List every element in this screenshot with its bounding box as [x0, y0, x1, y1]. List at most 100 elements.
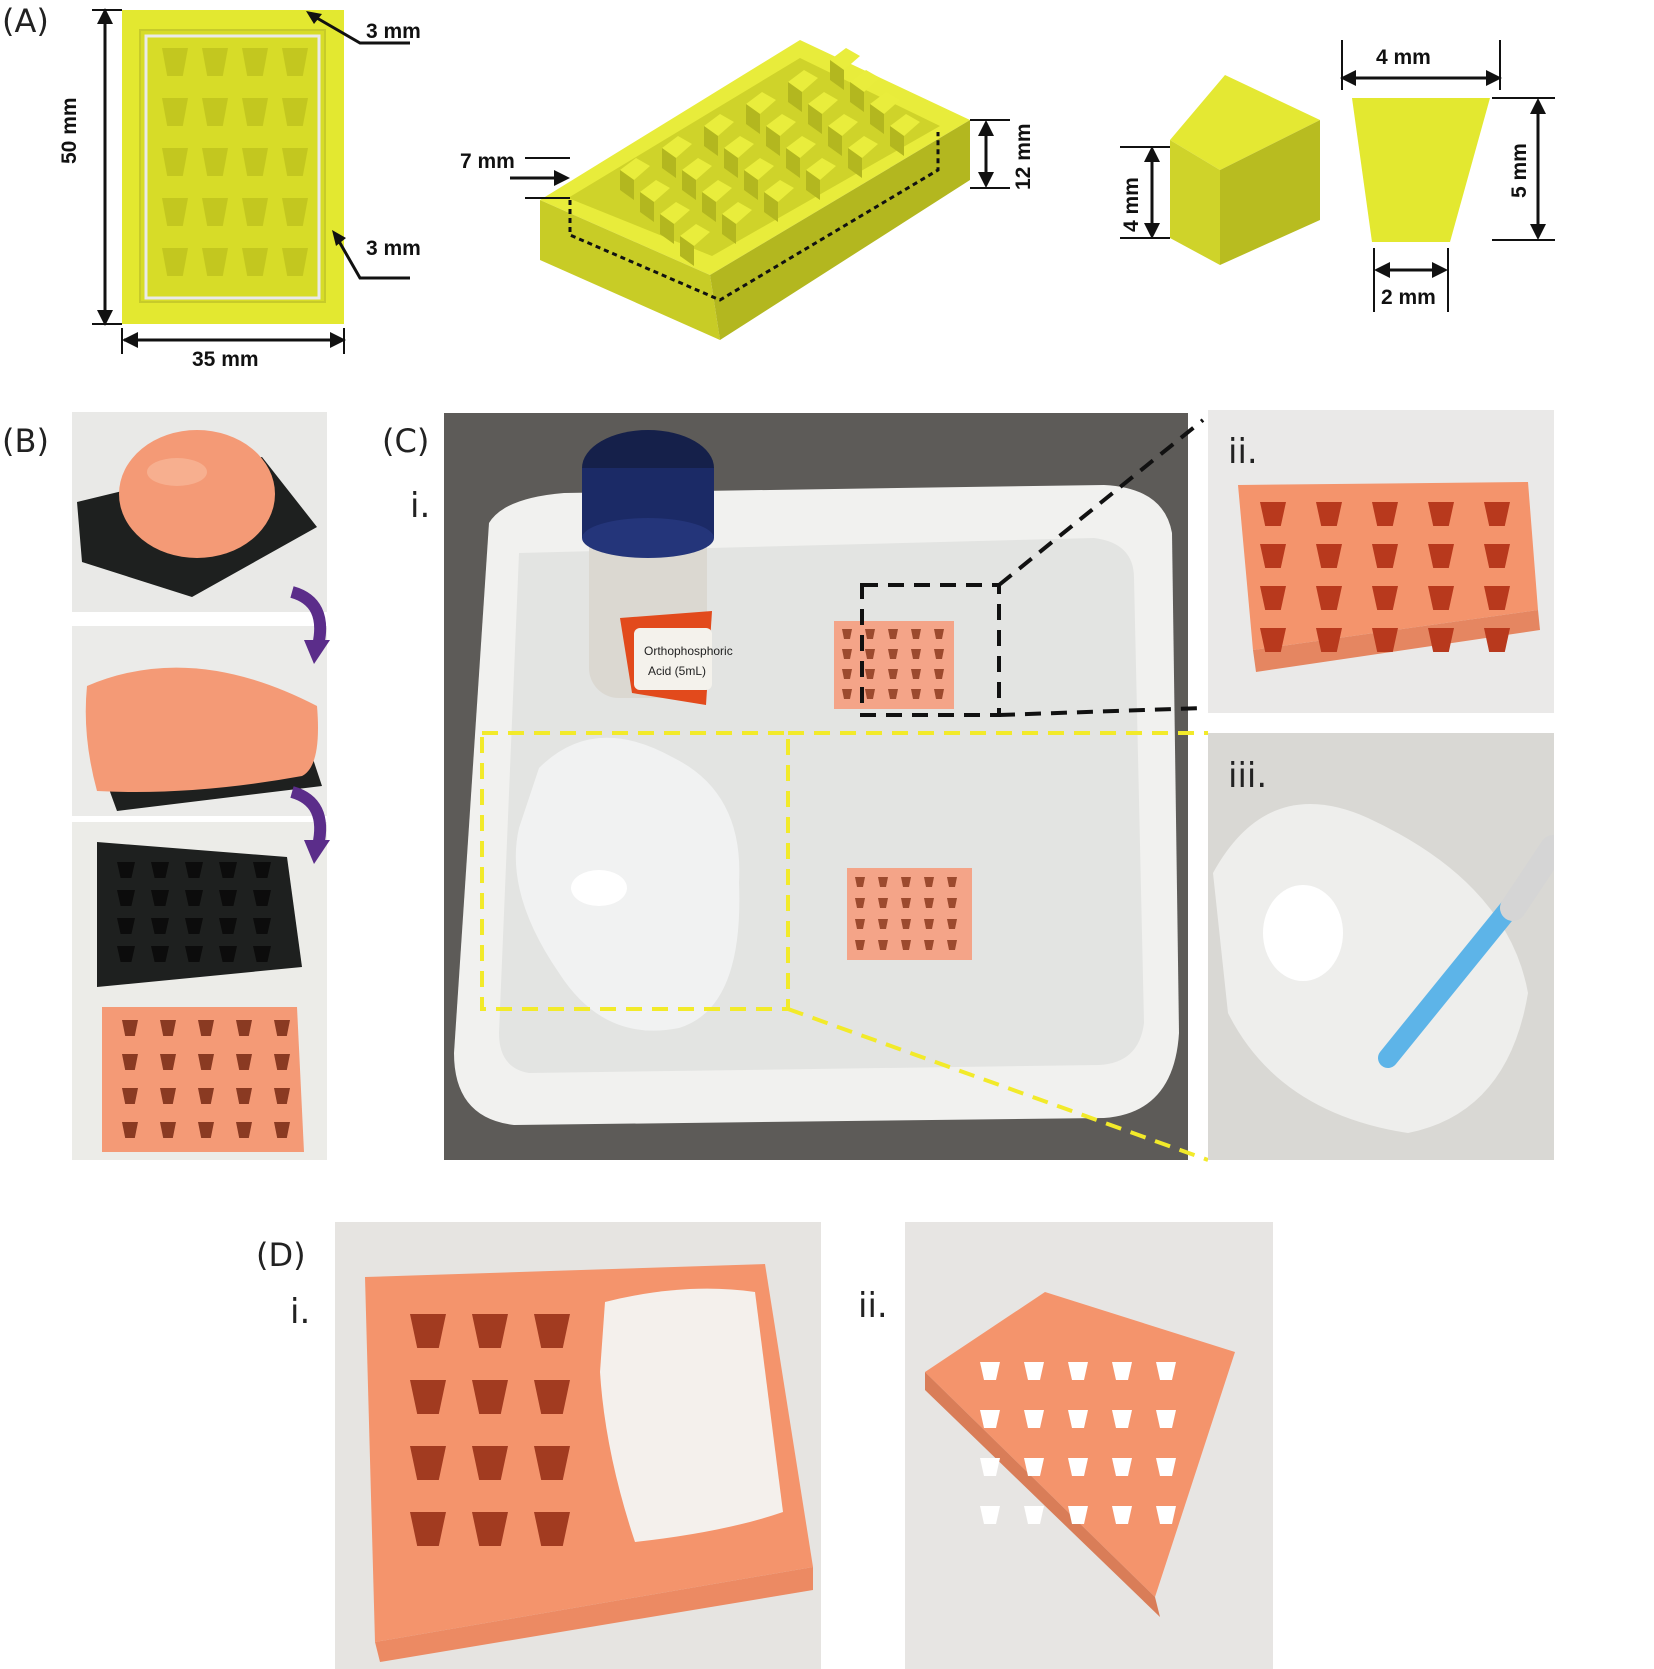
mold-cavity — [202, 248, 228, 276]
tray-mold-cavity — [855, 877, 865, 887]
tray-mold-cavity — [901, 877, 911, 887]
tray-mold-cavity — [924, 877, 934, 887]
iso-pyramid-side — [786, 148, 800, 178]
microneedle-tip — [1112, 1362, 1132, 1380]
microneedle-tip — [1156, 1458, 1176, 1476]
microneedle-tip — [1068, 1506, 1088, 1524]
tray-mold-cavity — [947, 919, 957, 929]
tray-mold-cavity — [934, 689, 944, 699]
iso-pyramid-top — [722, 202, 752, 224]
dim-bottom-width: 2 mm — [1381, 286, 1436, 309]
iso-pyramid-top — [808, 92, 838, 114]
panel-c-label: (C) — [382, 422, 430, 460]
iso-pyramid-side — [682, 170, 696, 200]
microneedle-tip — [1068, 1458, 1088, 1476]
iso-pyramid-top — [830, 48, 860, 70]
panel-a-label: (A) — [2, 2, 49, 40]
silicone-cavity — [274, 1054, 290, 1070]
zoom-mold-cavity — [1372, 628, 1398, 652]
dim-base: 7 mm — [460, 150, 515, 173]
silicone-cavity — [236, 1122, 252, 1138]
black-mold-cavity — [151, 918, 169, 934]
mold-cavity — [162, 48, 188, 76]
mold-cavity — [282, 48, 308, 76]
mold-cavity — [202, 48, 228, 76]
microneedle-tip — [1024, 1362, 1044, 1380]
dim-width: 35 mm — [192, 348, 259, 371]
tray-mold-cavity — [934, 649, 944, 659]
microneedle-tip — [980, 1410, 1000, 1428]
silicone-cavity — [160, 1054, 176, 1070]
iso-pyramid-top — [850, 70, 880, 92]
zoom-mold-cavity — [1428, 628, 1454, 652]
iso-pyramid-side — [890, 126, 904, 156]
iso-pyramid-top — [766, 114, 796, 136]
mold-cavity — [242, 48, 268, 76]
mold-cavity — [202, 148, 228, 176]
tray-mold-cavity — [878, 877, 888, 887]
silicone-cavity — [274, 1088, 290, 1104]
iso-pyramid-side — [830, 60, 844, 90]
zoom-mold-cavity — [1428, 544, 1454, 568]
silicone-cavity — [274, 1020, 290, 1036]
panel-c-sub-i: i. — [410, 486, 431, 526]
black-mold-cavity — [219, 946, 237, 962]
black-mold-cavity — [185, 890, 203, 906]
microneedle-tip — [980, 1362, 1000, 1380]
black-mold-cavity — [117, 946, 135, 962]
iso-pyramid-top — [746, 92, 776, 114]
tray-mold-cavity — [911, 689, 921, 699]
panel-d-label: (D) — [256, 1236, 306, 1274]
iso-pyramid-side — [746, 104, 760, 134]
iso-pyramid-side — [704, 126, 718, 156]
black-mold-cavity — [219, 918, 237, 934]
zoom-mold-cavity — [1316, 544, 1342, 568]
tray-mold-cavity — [934, 669, 944, 679]
silicone-cavity — [122, 1122, 138, 1138]
mold-cavity — [282, 148, 308, 176]
silicone-cavity — [122, 1020, 138, 1036]
black-mold-cavity — [151, 890, 169, 906]
pyramid-shape-section — [1340, 40, 1555, 312]
iso-pyramid-side — [850, 82, 864, 112]
black-mold-cavity — [117, 890, 135, 906]
black-mold-cavity — [151, 946, 169, 962]
zoom-mold-cavity — [1484, 502, 1510, 526]
mold-cavity — [242, 148, 268, 176]
dim-inner-wall: 3 mm — [366, 237, 421, 260]
tray-mold-cavity — [924, 898, 934, 908]
black-mold-cavity — [185, 862, 203, 878]
panel-d-sub-ii: ii. — [858, 1286, 888, 1326]
tray-mold-cavity — [865, 669, 875, 679]
filled-mold-cavity — [410, 1446, 446, 1480]
iso-pyramid-side — [620, 170, 634, 200]
zoom-mold-cavity — [1316, 628, 1342, 652]
silicone-cavity — [198, 1122, 214, 1138]
mold-cavity — [202, 98, 228, 126]
black-mold-cavity — [219, 862, 237, 878]
arrow-step-1 — [290, 586, 330, 664]
tray-mold-cavity — [924, 940, 934, 950]
tray-mold-cavity — [934, 629, 944, 639]
black-mold-cavity — [253, 946, 271, 962]
black-mold-cavity — [117, 862, 135, 878]
silicone-cavity — [122, 1088, 138, 1104]
zoom-mold-cavity — [1484, 544, 1510, 568]
iso-pyramid-top — [620, 158, 650, 180]
iso-pyramid-top — [682, 158, 712, 180]
zoom-mold-cavity — [1260, 544, 1286, 568]
silicone-cavity — [236, 1054, 252, 1070]
iso-pyramid-side — [680, 236, 694, 266]
filled-mold-cavity — [534, 1512, 570, 1546]
silicone-cavity — [198, 1020, 214, 1036]
photo-demolded — [72, 822, 327, 1160]
tray-mold-cavity — [878, 898, 888, 908]
silicone-cavity — [236, 1088, 252, 1104]
iso-pyramid-top — [724, 136, 754, 158]
silicone-cavity — [236, 1020, 252, 1036]
mold-cavity — [282, 248, 308, 276]
iso-pyramid-side — [806, 170, 820, 200]
iso-pyramid-side — [766, 126, 780, 156]
filled-mold-cavity — [410, 1512, 446, 1546]
